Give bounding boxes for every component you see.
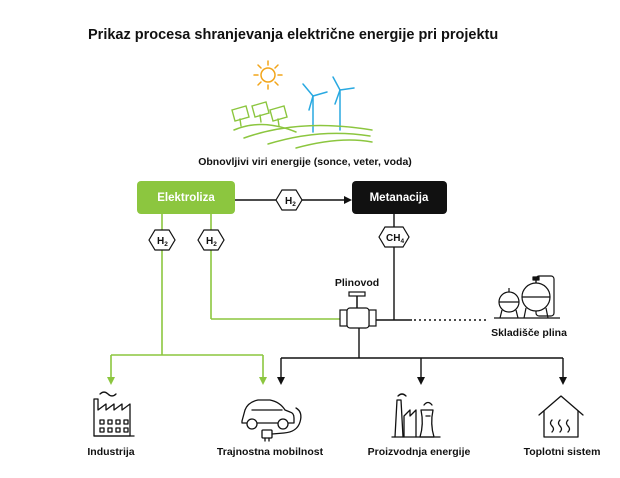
- h2-hexagon-left: H2: [148, 229, 176, 251]
- renewables-illustration: [231, 60, 373, 149]
- valve-icon: [339, 291, 377, 329]
- storage-label: Skladišče plina: [491, 327, 567, 339]
- h2-hexagon-main: H2: [275, 189, 303, 211]
- connector-lines: [107, 196, 567, 385]
- wind-turbine-icon: [332, 76, 355, 131]
- h2-subscript: 2: [213, 241, 217, 248]
- ch4-subscript: 4: [400, 238, 404, 245]
- destination-label: Trajnostna mobilnost: [217, 446, 324, 458]
- methanation-label: Metanacija: [370, 192, 429, 204]
- destination-label: Industrija: [87, 446, 134, 458]
- page-title: Prikaz procesa shranjevanja električne e…: [88, 27, 498, 43]
- green-hills: [233, 123, 373, 149]
- solar-panel-icon: [231, 101, 288, 127]
- gas-storage-tank-icon: [494, 275, 560, 319]
- sun-icon: [253, 60, 283, 90]
- electric-car-icon: [241, 399, 302, 442]
- renewables-label: Obnovljivi viri energije (sonce, veter, …: [198, 156, 412, 168]
- ch4-hexagon: CH4: [378, 226, 410, 248]
- h2-hexagon-right: H2: [197, 229, 225, 251]
- methanation-box: Metanacija: [352, 181, 447, 214]
- heating-house-icon: [538, 395, 584, 438]
- destination-label: Toplotni sistem: [524, 446, 601, 458]
- svg-text:H2: H2: [285, 196, 296, 208]
- power-plant-icon: [391, 393, 441, 438]
- svg-text:H2: H2: [206, 236, 217, 248]
- electrolysis-label: Elektroliza: [157, 192, 215, 204]
- factory-icon: [93, 391, 135, 437]
- h2-label: H: [157, 236, 164, 247]
- svg-text:CH4: CH4: [386, 233, 404, 245]
- destination-label: Proizvodnja energije: [368, 446, 471, 458]
- h2-label: H: [285, 196, 292, 207]
- h2-subscript: 2: [292, 201, 296, 208]
- pipeline-label: Plinovod: [335, 277, 379, 289]
- h2-label: H: [206, 236, 213, 247]
- electrolysis-box: Elektroliza: [137, 181, 235, 214]
- h2-subscript: 2: [164, 241, 168, 248]
- ch4-label: CH: [386, 233, 400, 244]
- svg-text:H2: H2: [157, 236, 168, 248]
